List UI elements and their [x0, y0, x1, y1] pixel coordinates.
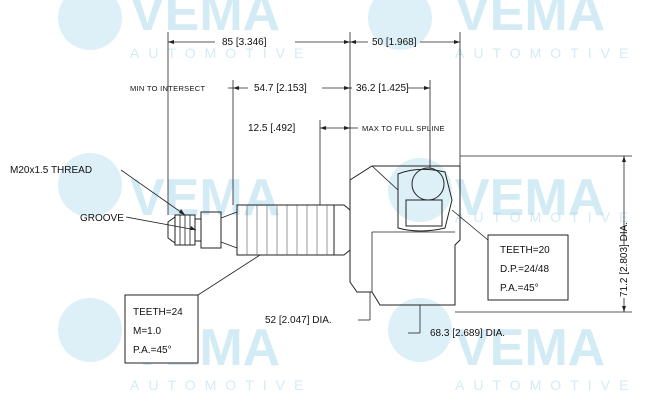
watermark-brand: VEMA: [455, 169, 605, 227]
inner-spline-spec-box: TEETH=20 D.P.=24/48 P.A.=45°: [487, 234, 569, 301]
arrowheads: [168, 40, 626, 312]
inner-dp: D.P.=24/48: [500, 264, 549, 275]
splined-shaft: [236, 204, 335, 256]
inner-cage: [397, 168, 453, 232]
max-to-full-spline-label: MAX TO FULL SPLINE: [362, 124, 445, 133]
outer-pressure-angle: P.A.=45°: [133, 345, 172, 356]
dia-68-label: 68.3 [2.689] DIA.: [430, 328, 505, 339]
neck: [334, 204, 351, 256]
dim-36-label: 36.2 [1.425]: [356, 83, 409, 94]
watermark-subtitle: AUTOMOTIVE: [455, 209, 637, 225]
bell-housing: [349, 165, 461, 306]
watermark-logo-circle: [58, 0, 122, 50]
dimension-lines: [120, 32, 632, 334]
dia-52-label: 52 [2.047] DIA.: [265, 315, 332, 326]
watermark-brand: VEMA: [130, 169, 280, 227]
groove-label: GROOVE: [80, 213, 124, 224]
dim-50-label: 50 [1.968]: [372, 37, 417, 48]
watermark-group: VEMA VEMA VEMA VEMA VEMA VEMA AUTOMOTIVE…: [58, 0, 637, 393]
inner-pressure-angle: P.A.=45°: [500, 283, 539, 294]
watermark-logo-circle: [58, 298, 122, 362]
dimension-labels: 85 [3.346] 50 [1.968] MIN TO INTERSECT 5…: [10, 37, 630, 339]
outer-module: M=1.0: [133, 326, 162, 337]
inner-race: [405, 199, 443, 227]
dim-54-label: 54.7 [2.153]: [254, 83, 307, 94]
watermark-brand: VEMA: [455, 0, 605, 42]
watermark-subtitle: AUTOMOTIVE: [455, 45, 637, 61]
inner-teeth: TEETH=20: [500, 245, 550, 256]
watermark-logo-circle: [58, 153, 122, 217]
watermark-logo-circle: [368, 0, 432, 50]
dia-71-label: 71.2 [2.803] DIA.: [619, 222, 630, 297]
dim-85-label: 85 [3.346]: [222, 37, 267, 48]
min-to-intersect-label: MIN TO INTERSECT: [130, 84, 205, 93]
watermark-brand: VEMA: [130, 0, 280, 42]
dim-12-label: 12.5 [.492]: [248, 123, 295, 134]
watermark-subtitle: AUTOMOTIVE: [130, 377, 312, 393]
watermark-logo-circle: [388, 158, 452, 222]
thread-label: M20x1.5 THREAD: [10, 165, 92, 176]
watermark-subtitle: AUTOMOTIVE: [130, 45, 312, 61]
collar: [200, 211, 222, 249]
outer-spline-spec-box: TEETH=24 M=1.0 P.A.=45°: [124, 294, 199, 364]
outer-teeth: TEETH=24: [133, 307, 183, 318]
watermark-subtitle: AUTOMOTIVE: [455, 377, 637, 393]
watermark-brand: VEMA: [455, 319, 605, 377]
